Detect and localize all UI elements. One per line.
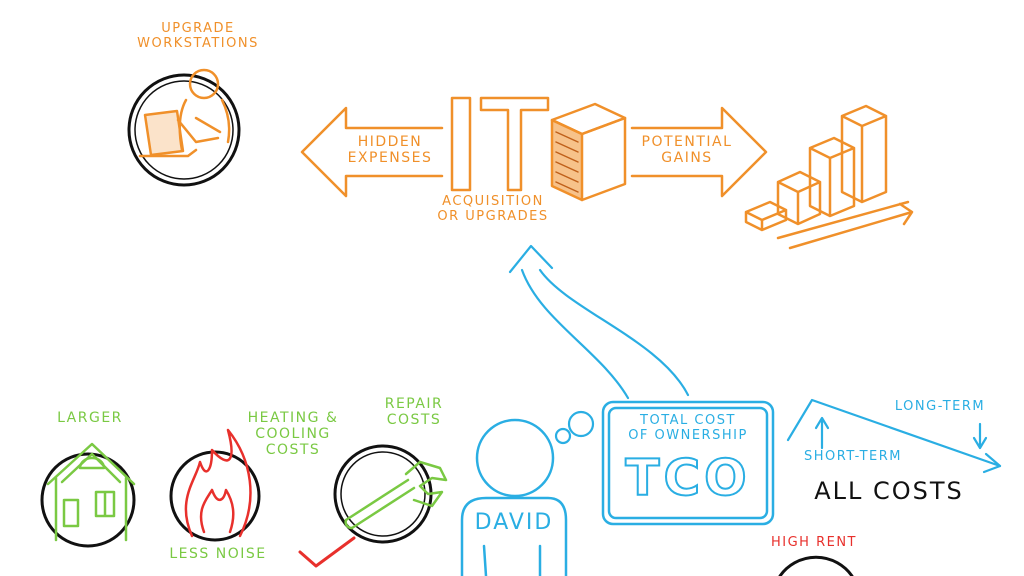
high-rent-label: High Rent: [770, 535, 857, 550]
tco-title-line2: of Ownership: [628, 427, 748, 443]
short-term-label: Short-Term: [804, 449, 902, 464]
tco-title: Total Cost of Ownership: [610, 413, 766, 444]
potential-gains-arrow: [630, 106, 768, 198]
heating-line2: Cooling: [255, 426, 331, 443]
house-icon: [40, 442, 136, 548]
acquisition-line1: Acquisition: [442, 194, 544, 209]
long-short-term-arrows: [786, 398, 1002, 474]
repair-line1: Repair: [384, 396, 444, 412]
hidden-expenses-arrow: [300, 106, 444, 198]
hidden-expenses-line1: Hidden: [357, 134, 423, 150]
tco-title-line1: Total Cost: [640, 413, 736, 428]
hidden-expenses-line2: Expenses: [347, 150, 433, 167]
potential-gains-line2: Gains: [661, 150, 713, 167]
heating-line1: Heating &: [247, 410, 339, 426]
repair-costs-label: Repair Costs: [376, 396, 452, 428]
person-at-laptop-icon: [127, 68, 241, 187]
heating-cooling-label: Heating & Cooling Costs: [236, 410, 350, 458]
repair-line2: Costs: [386, 412, 442, 429]
david-label: David: [474, 510, 554, 535]
workstations-label-line1: Upgrade: [161, 21, 235, 36]
flame-icon: [169, 428, 261, 542]
all-costs-label: All Costs: [814, 477, 964, 505]
it-outline-letters: [450, 96, 550, 192]
blue-curve-arrow: [508, 244, 690, 400]
acquisition-line2: or Upgrades: [437, 208, 549, 224]
tco-box-frame: [601, 400, 775, 526]
long-term-label: Long-Term: [894, 399, 986, 414]
larger-label: Larger: [57, 410, 123, 426]
heating-line3: Costs: [265, 442, 321, 459]
server-icon: [550, 102, 627, 202]
workstations-label: Upgrade Workstations: [118, 21, 278, 52]
wrench-icon: [333, 444, 448, 544]
workstations-label-line2: Workstations: [137, 35, 259, 51]
hidden-expenses-label: Hidden Expenses: [340, 134, 440, 166]
david-figure: [460, 418, 568, 576]
acquisition-label: Acquisition or Upgrades: [428, 194, 558, 225]
high-rent-circle: [778, 555, 854, 576]
potential-gains-line1: Potential: [641, 134, 733, 150]
bar-growth-icon: [744, 104, 914, 250]
tco-acronym: TCO: [624, 449, 751, 508]
potential-gains-label: Potential Gains: [634, 134, 740, 166]
less-noise-label: Less Noise: [169, 546, 267, 562]
checkmark-icon: [298, 536, 356, 568]
thought-bubble-icon: [554, 410, 595, 445]
